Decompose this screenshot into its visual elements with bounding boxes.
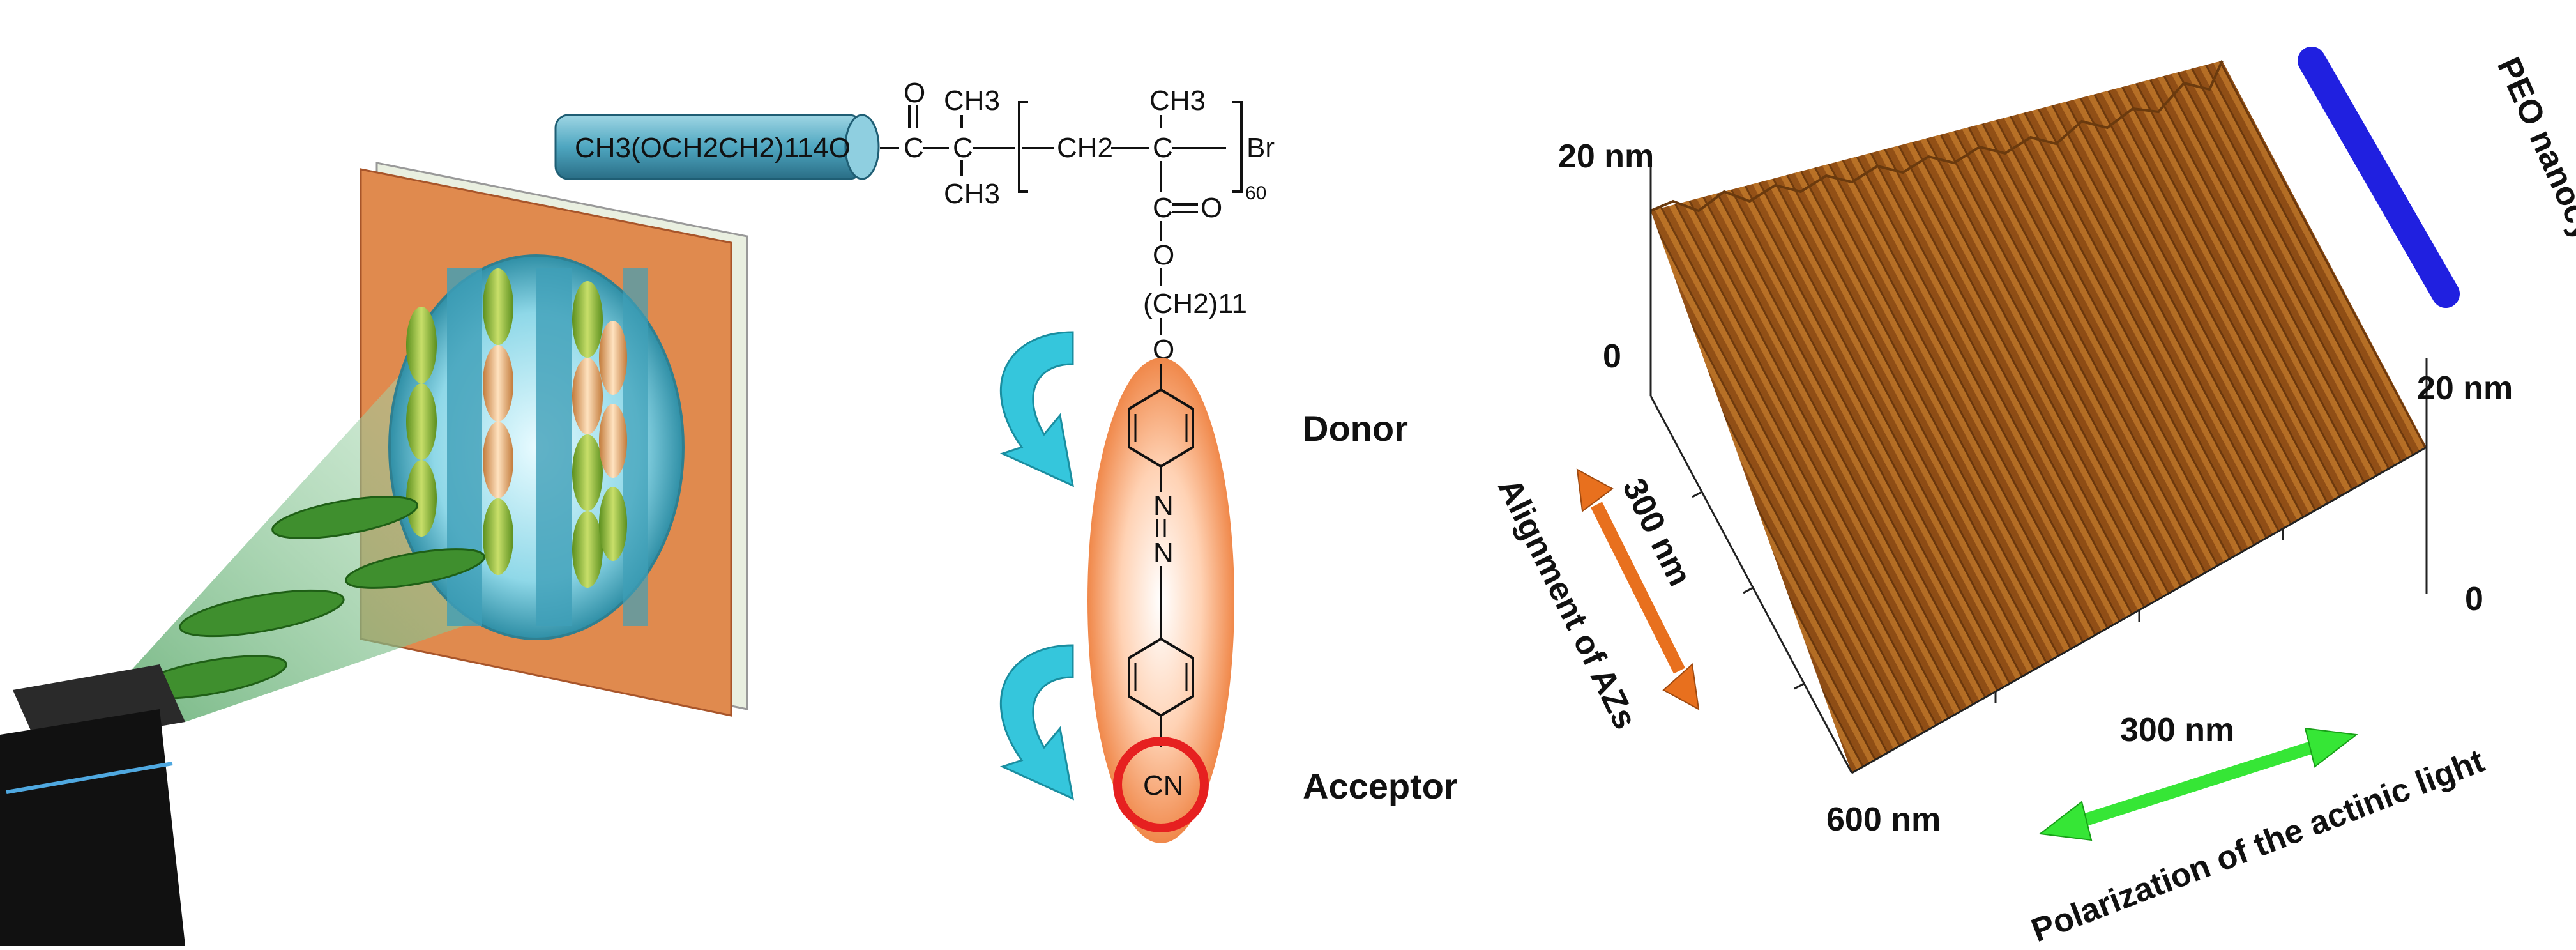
polarization-arrow [2038,727,2358,841]
polarization-disk [271,496,418,539]
left-base-line [1649,395,1853,774]
polarization-disks [134,496,485,700]
acceptor-label: Acceptor [1303,766,1458,806]
laser-stripe [6,762,173,794]
peo-cylinder: CH3(OCH2CH2)114O [554,114,880,180]
polarization-disk [345,548,485,589]
tick [1743,586,1754,594]
alignment-arrow-head-bottom [1662,663,1700,710]
polarization-arrow-head-right [2304,727,2358,768]
cyano: CN [1143,770,1184,801]
chemical-structure: CH3(OCH2CH2)114O C O C CH3 CH3 CH2 C CH3… [554,77,1458,843]
z-min-label: 0 [1603,338,1621,375]
alignment-label: Alignment of AZs [1490,473,1644,735]
peo-rod [2298,47,2460,308]
right-top-label: 20 nm [2417,370,2513,407]
methyl-top-1: CH3 [944,85,1000,116]
peo-block-label: CH3(OCH2CH2)114O [575,132,851,164]
bracket-right [1232,101,1243,193]
alignment-arrow [1576,468,1700,710]
az-oval [483,498,513,575]
az-oval [599,404,627,478]
axis-corner-label: 600 nm [1826,801,1941,838]
laser-front [0,709,185,946]
az-oval [572,434,603,511]
az-oval [483,422,513,498]
peo-cylinder-cap [844,114,880,180]
polarization-arrow-shaft [2079,741,2314,827]
laser-source [0,664,185,946]
spacer: (CH2)11 [1143,288,1247,319]
az-oval [483,345,513,422]
az-oval [406,383,437,460]
repeat-count: 60 [1245,183,1266,204]
polarization-label: Polarization of the actinic light [2027,742,2490,949]
az-oval [599,321,627,395]
az-oval [572,358,603,434]
cyan-arrow-bottom-body [999,644,1074,801]
afm-surface-ridges [1651,61,2427,773]
laser-illustration [0,162,748,946]
afm-surface-plot: 20 nm 0 20 nm 0 300 nm 300 nm 600 nm PEO… [1490,47,2576,949]
az-oval [599,487,627,561]
cyano-highlight-circle [1113,737,1209,832]
az-oval [572,281,603,358]
tick [1692,491,1702,498]
az-oval [406,307,437,383]
peo-label: PEO nanocylinder [2490,52,2576,328]
ester-c-side: C [1153,192,1173,224]
cyan-arrow-top-body [999,331,1074,487]
carbonyl-o-1: O [904,77,925,109]
tick [1794,682,1805,690]
azo-n-1: N [1153,490,1174,521]
end-group: Br [1246,132,1275,164]
nanocylinder-2 [536,268,572,626]
cyan-arrow-top [999,331,1074,487]
azobenzene-domains [406,268,627,588]
az-oval [483,268,513,345]
axis-ticks [1692,491,2284,703]
alignment-arrow-head-top [1576,468,1614,512]
alignment-arrow-shaft [1591,502,1685,674]
ester-c: C [904,132,924,164]
carbonyl-o-2: O [1201,192,1222,224]
cyan-arrow-bottom [999,644,1074,801]
afm-surface-edge [1650,60,2224,213]
methyl-top-2: CH3 [1149,85,1206,116]
quaternary-c-2: C [1153,132,1173,164]
methyl-bottom-1: CH3 [944,178,1000,210]
axis-front-mid-label: 300 nm [2120,712,2234,749]
az-oval [406,460,437,537]
methylene: CH2 [1057,132,1113,164]
polarization-arrow-head-left [2038,801,2093,841]
z-max-label: 20 nm [1558,138,1654,175]
quaternary-c-1: C [953,132,973,164]
donor-label: Donor [1303,408,1408,448]
bracket-left [1018,101,1028,193]
az-oval [572,511,603,588]
azo-n-2: N [1153,537,1174,569]
ester-o: O [1153,240,1174,271]
polarization-disk [179,589,345,638]
right-bottom-label: 0 [2465,581,2483,618]
